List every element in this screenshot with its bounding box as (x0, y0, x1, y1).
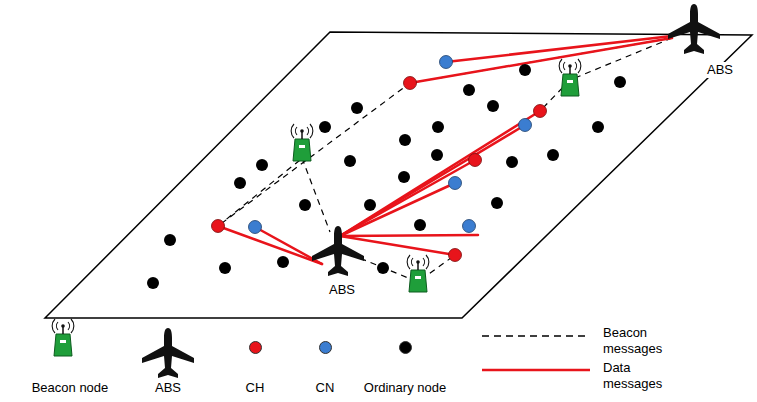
legend-swatch (249, 341, 262, 354)
legend-swatch (319, 341, 332, 354)
ordinary-nodes (147, 64, 626, 289)
legend-dashed-line (482, 335, 590, 336)
legend-label: Beacon messages (603, 325, 683, 357)
legend-red-line (482, 369, 590, 372)
legend-label: Data messages (603, 360, 683, 392)
abs-aircraft (312, 226, 364, 276)
ground-plane (45, 32, 752, 318)
cluster-nodes (249, 56, 532, 234)
data-links (218, 36, 672, 264)
abs-aircraft (668, 4, 720, 54)
legend-label: CH (246, 380, 265, 396)
beacon-links (218, 38, 672, 282)
cluster-heads (212, 77, 547, 262)
beacon-node (559, 59, 581, 96)
aircraft-label: ABS (327, 282, 357, 298)
beacon-node (291, 124, 313, 161)
legend-beacon-icon (52, 319, 74, 356)
legend-abs-icon (142, 328, 194, 378)
legend-label: CN (316, 380, 335, 396)
legend-label: ABS (155, 380, 181, 396)
aircraft-label: ABS (705, 62, 735, 78)
legend-swatch (399, 341, 412, 354)
legend-label: Beacon node (32, 380, 109, 396)
legend-label: Ordinary node (364, 380, 446, 396)
beacon-node (407, 255, 429, 292)
